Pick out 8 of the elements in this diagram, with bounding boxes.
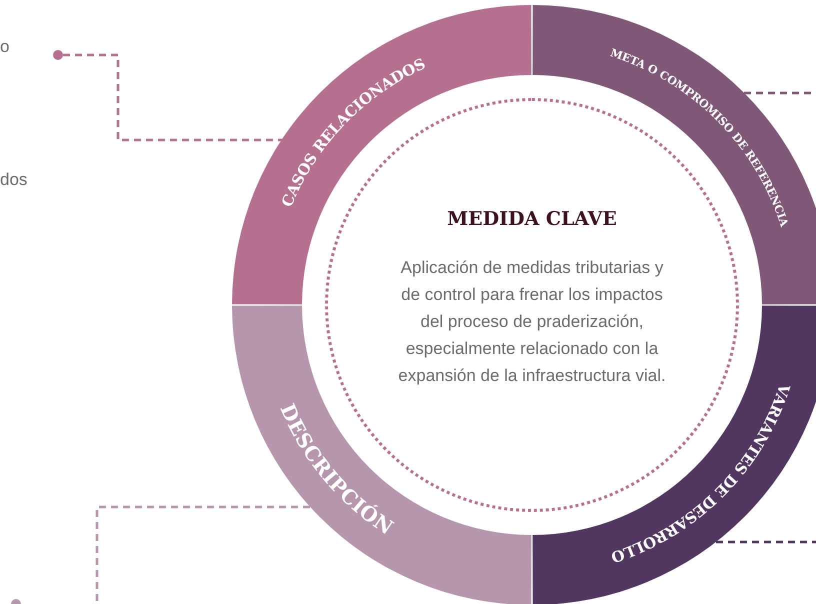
heading: MEDIDA CLAVE [447, 207, 617, 232]
partial-text: o [0, 36, 10, 58]
leader-line [716, 540, 816, 544]
partial-text: dos [0, 169, 28, 191]
leader-line [63, 54, 282, 142]
dot-marker [53, 50, 63, 60]
leader-line [96, 506, 310, 604]
description-text: Aplicación de medidas tributarias y de control para frenar los impactos del proceso de praderización, especialmente relacionado con la expansión de la infraestructura vial. [397, 256, 667, 387]
